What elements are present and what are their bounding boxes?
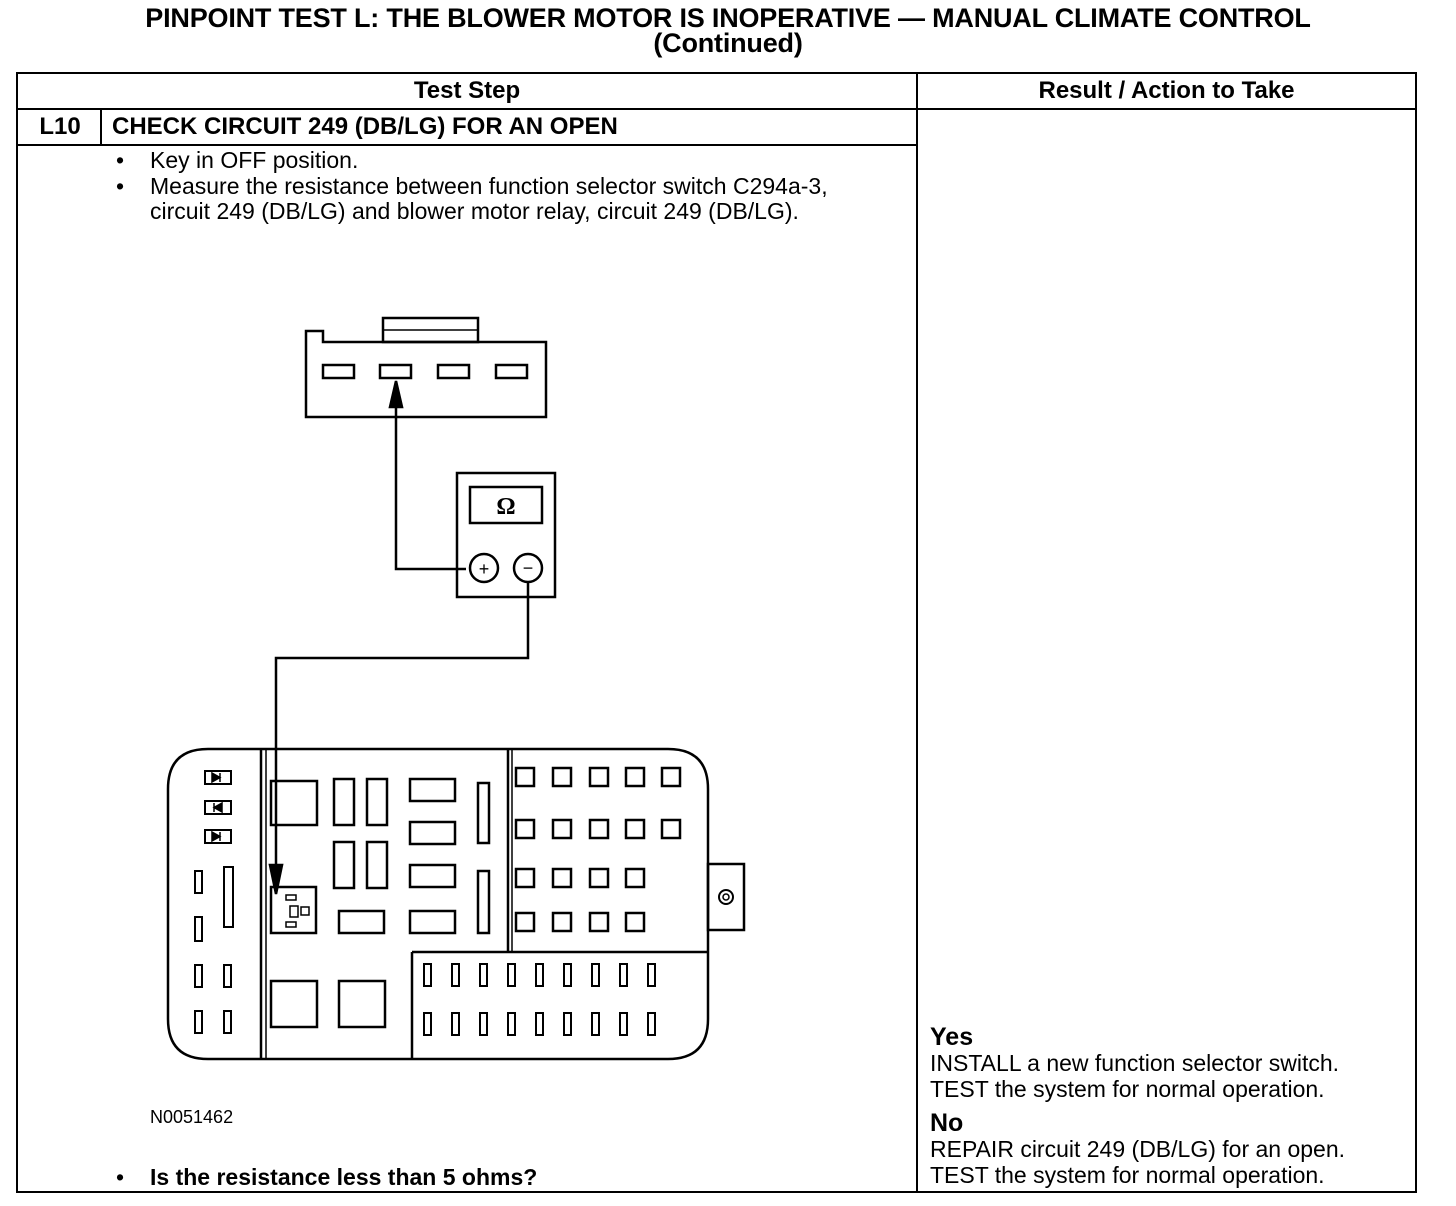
header-divider bbox=[18, 108, 1415, 110]
step-title-divider bbox=[18, 144, 916, 146]
page-title: PINPOINT TEST L: THE BLOWER MOTOR IS INO… bbox=[0, 3, 1456, 58]
header-test-step: Test Step bbox=[413, 77, 521, 104]
result-yes: Yes INSTALL a new function selector swit… bbox=[930, 1024, 1410, 1102]
instruction-item: • Measure the resistance between function… bbox=[112, 172, 892, 225]
wiring-diagram: Ω + − bbox=[166, 316, 746, 1061]
ohm-symbol: Ω bbox=[496, 494, 515, 520]
instruction-text: Measure the resistance between function … bbox=[150, 172, 828, 224]
bullet-mark: • bbox=[116, 1164, 125, 1190]
title-line-2: (Continued) bbox=[653, 28, 803, 58]
test-table: Test Step Result / Action to Take L10 CH… bbox=[16, 72, 1417, 1193]
question-text: Is the resistance less than 5 ohms? bbox=[150, 1164, 538, 1190]
ohmmeter-icon: Ω + − bbox=[455, 471, 557, 599]
connector-icon bbox=[304, 316, 548, 419]
step-title: CHECK CIRCUIT 249 (DB/LG) FOR AN OPEN bbox=[112, 113, 618, 140]
yes-label: Yes bbox=[930, 1023, 974, 1051]
bullet-mark: • bbox=[116, 147, 125, 173]
figure-id: N0051462 bbox=[150, 1107, 234, 1127]
instruction-list: • Key in OFF position. • Measure the resis… bbox=[112, 147, 892, 225]
title-line-1: PINPOINT TEST L: THE BLOWER MOTOR IS INO… bbox=[145, 3, 1311, 33]
instruction-item: • Key in OFF position. bbox=[112, 147, 892, 174]
bullet-mark: • bbox=[116, 172, 125, 199]
negative-probe-lead bbox=[268, 582, 530, 895]
no-action-2: TEST the system for normal operation. bbox=[930, 1161, 1325, 1188]
yes-action-2: TEST the system for normal operation. bbox=[930, 1075, 1325, 1102]
instruction-text: Key in OFF position. bbox=[150, 147, 359, 173]
yes-action-1: INSTALL a new function selector switch. bbox=[930, 1050, 1340, 1076]
no-action-1: REPAIR circuit 249 (DB/LG) for an open. bbox=[930, 1136, 1346, 1162]
step-id-divider bbox=[100, 108, 102, 144]
header-result-action: Result / Action to Take bbox=[1038, 77, 1295, 104]
step-id: L10 bbox=[39, 113, 81, 140]
positive-probe-lead bbox=[388, 380, 466, 571]
plus-terminal-label: + bbox=[479, 559, 490, 579]
junction-box-icon bbox=[166, 747, 746, 1061]
minus-terminal-label: − bbox=[523, 558, 534, 578]
test-question: • Is the resistance less than 5 ohms? bbox=[112, 1163, 537, 1191]
column-divider bbox=[916, 74, 918, 1191]
result-no: No REPAIR circuit 249 (DB/LG) for an ope… bbox=[930, 1110, 1410, 1188]
no-label: No bbox=[930, 1109, 964, 1137]
